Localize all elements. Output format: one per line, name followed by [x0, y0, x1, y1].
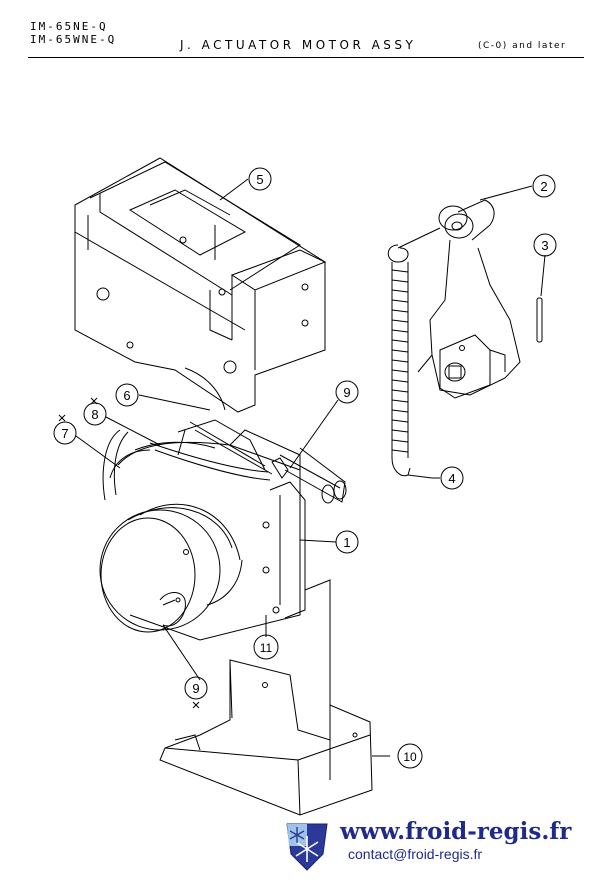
- callout-label-6: 6: [123, 388, 130, 403]
- model-number-2: IM-65WNE-Q: [30, 33, 117, 46]
- callout-circle-c7: 7: [53, 421, 77, 445]
- part-2-lever: [417, 199, 521, 399]
- callout-label-4: 4: [448, 471, 455, 486]
- leader-lines: [75, 178, 533, 757]
- callout-label-10: 10: [403, 750, 417, 764]
- callout-label-9a: 9: [343, 385, 350, 400]
- callout-circle-c10: 10: [397, 743, 423, 769]
- callout-label-7: 7: [61, 426, 68, 441]
- callout-circle-c11: 11: [253, 634, 279, 660]
- callout-circle-c2: 2: [532, 174, 556, 198]
- callout-circle-c9a: 9: [335, 380, 359, 404]
- callout-circle-c4: 4: [440, 466, 464, 490]
- callout-label-8: 8: [91, 407, 98, 422]
- model-number-1: IM-65NE-Q: [30, 20, 108, 33]
- callout-label-3: 3: [541, 238, 548, 253]
- part-3-pin: [536, 254, 546, 343]
- callout-label-5: 5: [256, 172, 263, 187]
- part-1-motor-assembly: [99, 419, 347, 720]
- callout-circle-c1: 1: [335, 530, 359, 554]
- part-5-bracket: [74, 157, 327, 413]
- callout-circle-c8: 8: [83, 402, 107, 426]
- website-link[interactable]: www.froid-regis.fr: [340, 818, 572, 845]
- callout-label-11: 11: [260, 641, 273, 655]
- callout-label-9b: 9: [192, 681, 199, 696]
- callout-circle-c3: 3: [533, 233, 557, 257]
- snowflake-logo-icon: [286, 823, 328, 871]
- x-markers: [58, 397, 200, 709]
- email-link[interactable]: contact@froid-regis.fr: [348, 846, 483, 862]
- callout-circle-c5: 5: [248, 167, 272, 191]
- callout-circle-c6: 6: [115, 383, 139, 407]
- part-4-spring: [387, 227, 441, 479]
- serial-note: (C-0) and later: [478, 41, 567, 51]
- callout-circle-c9b: 9: [184, 676, 208, 700]
- header-rule: [28, 57, 584, 58]
- callout-label-2: 2: [540, 179, 547, 194]
- callout-label-1: 1: [343, 535, 350, 550]
- page-title: J. ACTUATOR MOTOR ASSY: [180, 38, 417, 52]
- part-10-base-plate: [159, 659, 373, 816]
